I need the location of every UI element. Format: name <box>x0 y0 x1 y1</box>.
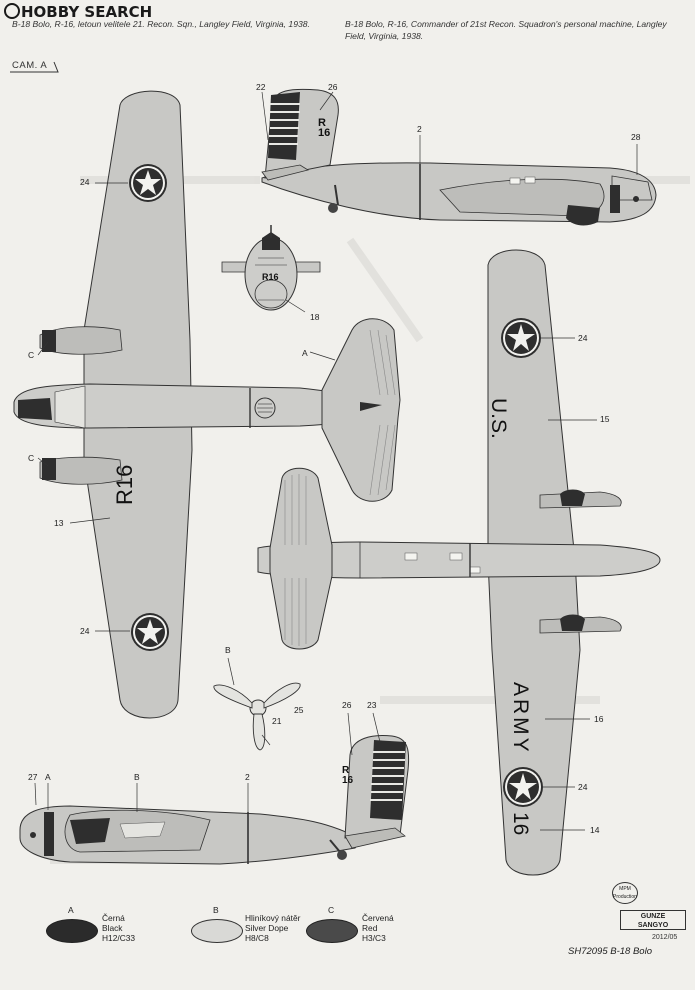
side-view-upper <box>261 88 657 226</box>
callout-24-bottom-wing: 24 <box>80 626 90 636</box>
front-marking: R16 <box>262 272 279 282</box>
legend-swatch-b <box>191 919 243 943</box>
legend-letter-b: B <box>213 905 219 915</box>
callout-13: 13 <box>54 518 64 528</box>
callout-22: 22 <box>256 82 266 92</box>
callout-C-upper: C <box>28 350 35 360</box>
caption-czech: B-18 Bolo, R-16, letoun velitele 21. Rec… <box>12 19 310 29</box>
watermark-text: HOBBY SEARCH <box>21 3 153 21</box>
callout-C-lower: C <box>28 453 35 463</box>
callout-24-top-wing: 24 <box>80 177 90 187</box>
callout-18: 18 <box>310 312 320 322</box>
callout-25: 25 <box>294 705 304 715</box>
callout-A-plan: A <box>302 348 308 358</box>
side-view-lower <box>19 712 410 865</box>
callout-15: 15 <box>600 414 610 424</box>
callout-21: 21 <box>272 716 282 726</box>
side-marking-upper: R 16 <box>318 117 331 139</box>
plan-view-underside <box>257 249 661 876</box>
callout-2-lower: 2 <box>245 772 250 782</box>
callout-28: 28 <box>631 132 641 142</box>
callout-26-upper: 26 <box>328 82 338 92</box>
legend-swatch-c <box>306 919 358 943</box>
watermark: HOBBY SEARCH <box>4 3 152 21</box>
callout-26-lower: 26 <box>342 700 352 710</box>
underwing-marking-us: U.S. <box>487 398 510 439</box>
callout-A-side: A <box>45 772 51 782</box>
underwing-marking-army: ARMY <box>509 682 532 755</box>
callout-2-upper: 2 <box>417 124 422 134</box>
callout-B-side: B <box>134 772 140 782</box>
legend-letter-c: C <box>328 905 335 915</box>
product-code: SH72095 B-18 Bolo <box>568 946 652 957</box>
underwing-marking-16: 16 <box>509 812 532 836</box>
watermark-logo-icon <box>4 3 20 19</box>
print-date: 2012/05 <box>652 934 678 941</box>
callout-23: 23 <box>367 700 377 710</box>
legend-swatch-a <box>46 919 98 943</box>
callout-16: 16 <box>594 714 604 724</box>
callout-24-underside-top: 24 <box>578 333 588 343</box>
legend-letter-a: A <box>68 905 74 915</box>
plan-view-left <box>13 90 401 719</box>
caption-english: B-18 Bolo, R-16, Commander of 21st Recon… <box>345 19 667 41</box>
wing-marking-r16: R16 <box>112 464 137 505</box>
callout-27: 27 <box>28 772 38 782</box>
mpm-logo: MPM Production <box>612 882 638 904</box>
callout-14: 14 <box>590 825 600 835</box>
callout-B-prop: B <box>225 645 231 655</box>
camo-label: CAM. A <box>12 60 48 71</box>
propeller <box>213 657 301 751</box>
callout-24-underside-bottom: 24 <box>578 782 588 792</box>
side-marking-lower: R 16 <box>342 765 354 786</box>
front-view <box>221 225 321 313</box>
